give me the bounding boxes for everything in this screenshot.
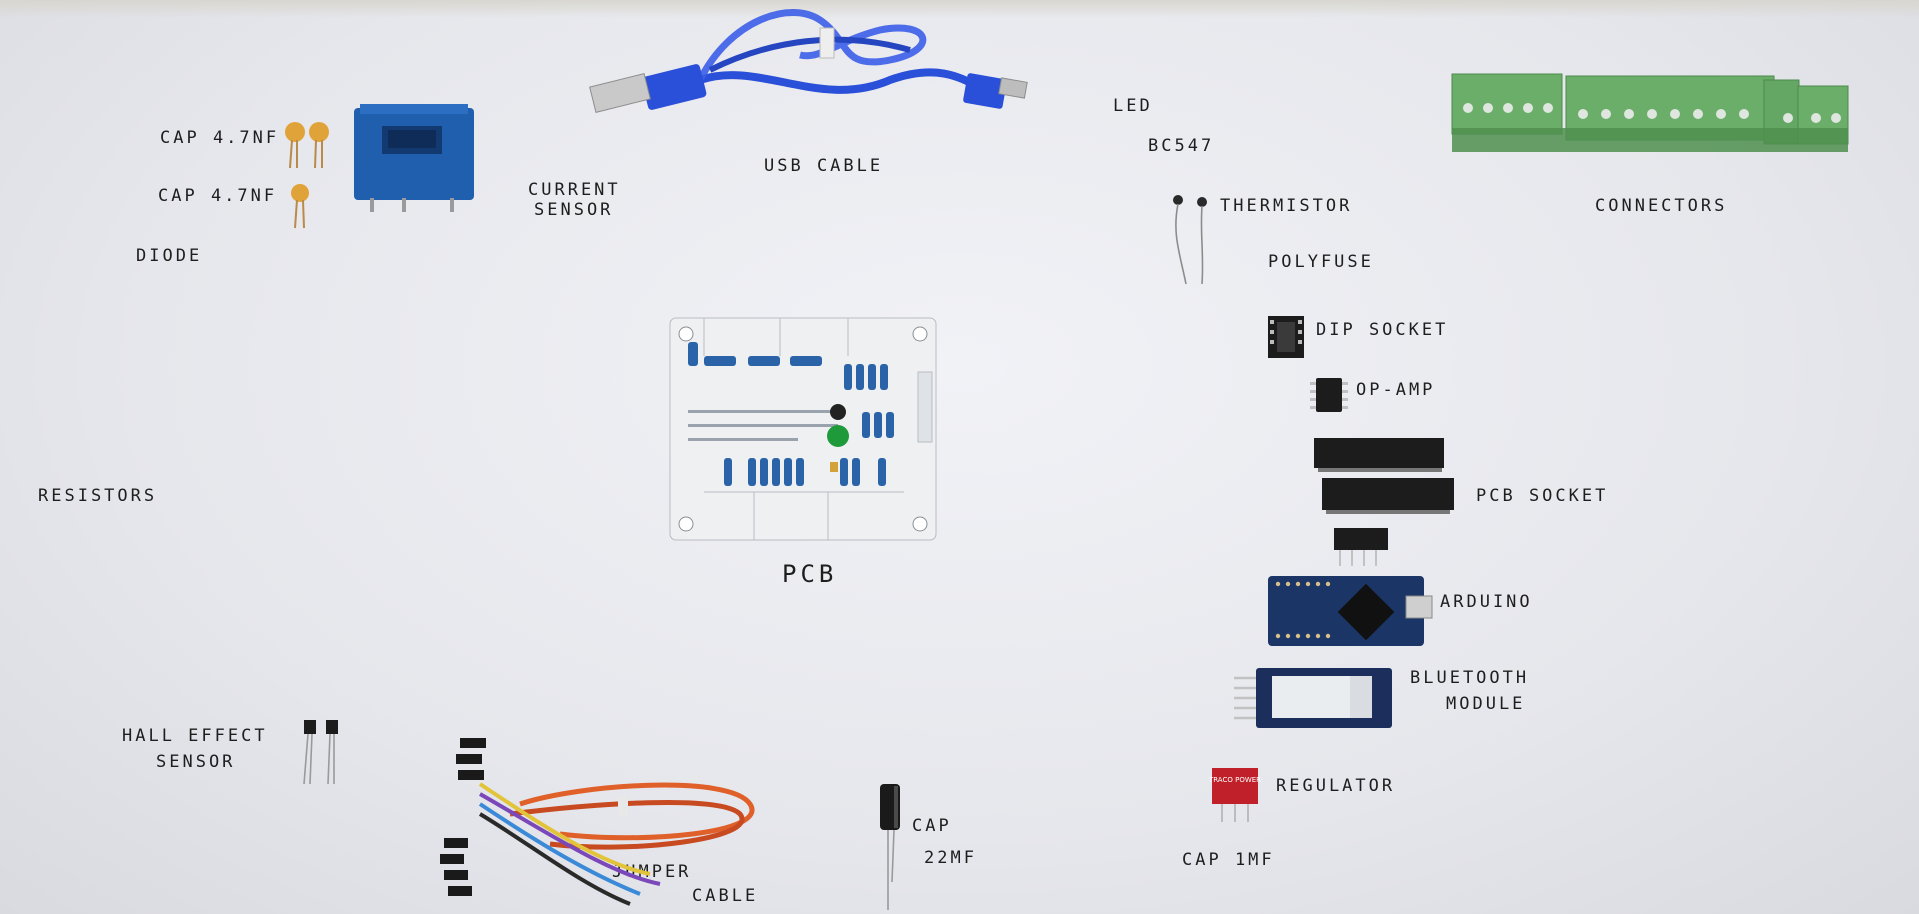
- label-connectors: CONNECTORS: [1595, 196, 1728, 216]
- label-cap-22uf-2: 22µF: [924, 848, 977, 868]
- usb-cable-icon: [589, 9, 1028, 113]
- label-current-sensor-2: SENSOR: [534, 200, 614, 220]
- label-current-sensor-1: CURRENT: [528, 180, 621, 200]
- bluetooth-module-icon: [1234, 668, 1392, 728]
- hall-effect-sensor-icon: [303, 720, 338, 785]
- electrolytic-capacitor-icon: [880, 784, 900, 910]
- label-bc547: BC547: [1148, 136, 1215, 156]
- label-arduino: ARDUINO: [1440, 592, 1533, 612]
- label-cap-22uf-1: CAP: [912, 816, 952, 836]
- terminal-connectors-icon: [1451, 73, 1849, 152]
- main-pcb-icon: [669, 317, 937, 541]
- current-sensor-icon: [354, 104, 474, 212]
- jumper-cable-icon: [440, 738, 755, 906]
- thermistor-icon: [1173, 195, 1207, 285]
- label-hall-effect-2: SENSOR: [156, 752, 236, 772]
- label-bluetooth-1: BLUETOOTH: [1410, 668, 1530, 688]
- label-led: LED: [1113, 96, 1153, 116]
- regulator-icon: TRACO POWER: [1208, 768, 1261, 822]
- ceramic-capacitors-icon: [285, 122, 329, 229]
- label-pcb: PCB: [782, 560, 838, 588]
- label-op-amp: OP-AMP: [1356, 380, 1436, 400]
- label-jumper-cable-2: CABLE: [692, 886, 759, 906]
- label-usb-cable: USB CABLE: [764, 156, 884, 176]
- regulator-brand-text: TRACO POWER: [1208, 776, 1261, 784]
- pcb-socket-headers-icon: [1314, 438, 1454, 566]
- op-amp-chip-icon: [1310, 378, 1348, 412]
- label-bluetooth-2: MODULE: [1446, 694, 1526, 714]
- dip-socket-icon: [1268, 316, 1304, 358]
- label-regulator: REGULATOR: [1276, 776, 1396, 796]
- label-thermistor: THERMISTOR: [1220, 196, 1353, 216]
- label-resistors: RESISTORS: [38, 486, 158, 506]
- label-pcb-socket: PCB SOCKET: [1476, 486, 1609, 506]
- label-diode: DIODE: [136, 246, 203, 266]
- label-hall-effect-1: HALL EFFECT: [122, 726, 268, 746]
- label-polyfuse: POLYFUSE: [1268, 252, 1374, 272]
- label-cap-4-7nf-top: CAP 4.7nF: [160, 128, 280, 148]
- label-cap-4-7nf-bottom: CAP 4.7nF: [158, 186, 278, 206]
- label-dip-socket: DIP SOCKET: [1316, 320, 1449, 340]
- label-cap-1uf: CAP 1µF: [1182, 850, 1275, 870]
- arduino-nano-icon: [1268, 576, 1433, 646]
- board-top-edge: [0, 0, 1919, 18]
